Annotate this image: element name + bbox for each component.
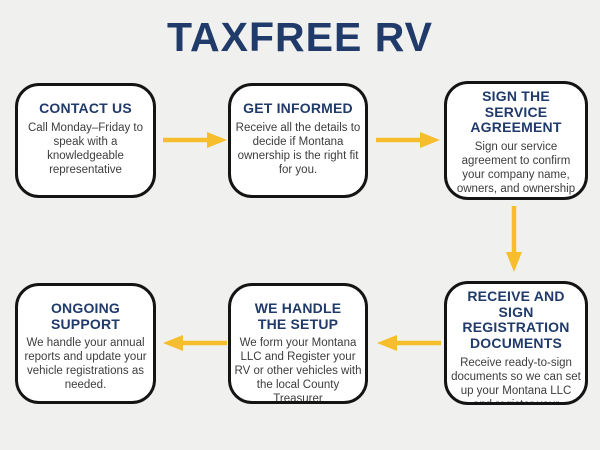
- step-body: Call Monday–Friday to speak with a knowl…: [27, 121, 144, 176]
- flow-step-sign-service-agreement: SIGN THE SERVICE AGREEMENT Sign our serv…: [444, 81, 588, 200]
- step-heading: SIGN THE SERVICE AGREEMENT: [470, 88, 562, 136]
- arrow-left-icon: [163, 334, 227, 352]
- flow-step-ongoing-support: ONGOING SUPPORT We handle your annual re…: [15, 283, 156, 404]
- page-title: TAXFREE RV: [167, 14, 433, 60]
- arrow-left-icon: [377, 334, 441, 352]
- flow-step-get-informed: GET INFORMED Receive all the details to …: [228, 83, 368, 198]
- step-body: Receive ready-to-sign documents so we ca…: [451, 356, 581, 405]
- flow-step-receive-sign-documents: RECEIVE AND SIGN REGISTRATION DOCUMENTS …: [444, 281, 588, 405]
- step-heading: CONTACT US: [39, 100, 132, 116]
- step-heading: ONGOING SUPPORT: [50, 300, 121, 332]
- flow-step-we-handle-setup: WE HANDLE THE SETUP We form your Montana…: [228, 283, 368, 404]
- step-body: Sign our service agreement to confirm yo…: [456, 141, 576, 196]
- step-heading: GET INFORMED: [243, 100, 353, 116]
- step-body: We handle your annual reports and update…: [24, 337, 147, 392]
- arrow-down-icon: [505, 206, 523, 272]
- flow-step-contact-us: CONTACT US Call Monday–Friday to speak w…: [15, 83, 156, 198]
- arrow-right-icon: [376, 131, 440, 149]
- step-heading: WE HANDLE THE SETUP: [254, 300, 342, 332]
- step-body: We form your Montana LLC and Register yo…: [234, 337, 362, 404]
- step-heading: RECEIVE AND SIGN REGISTRATION DOCUMENTS: [462, 288, 570, 352]
- step-body: Receive all the details to decide if Mon…: [235, 121, 361, 176]
- arrow-right-icon: [163, 131, 227, 149]
